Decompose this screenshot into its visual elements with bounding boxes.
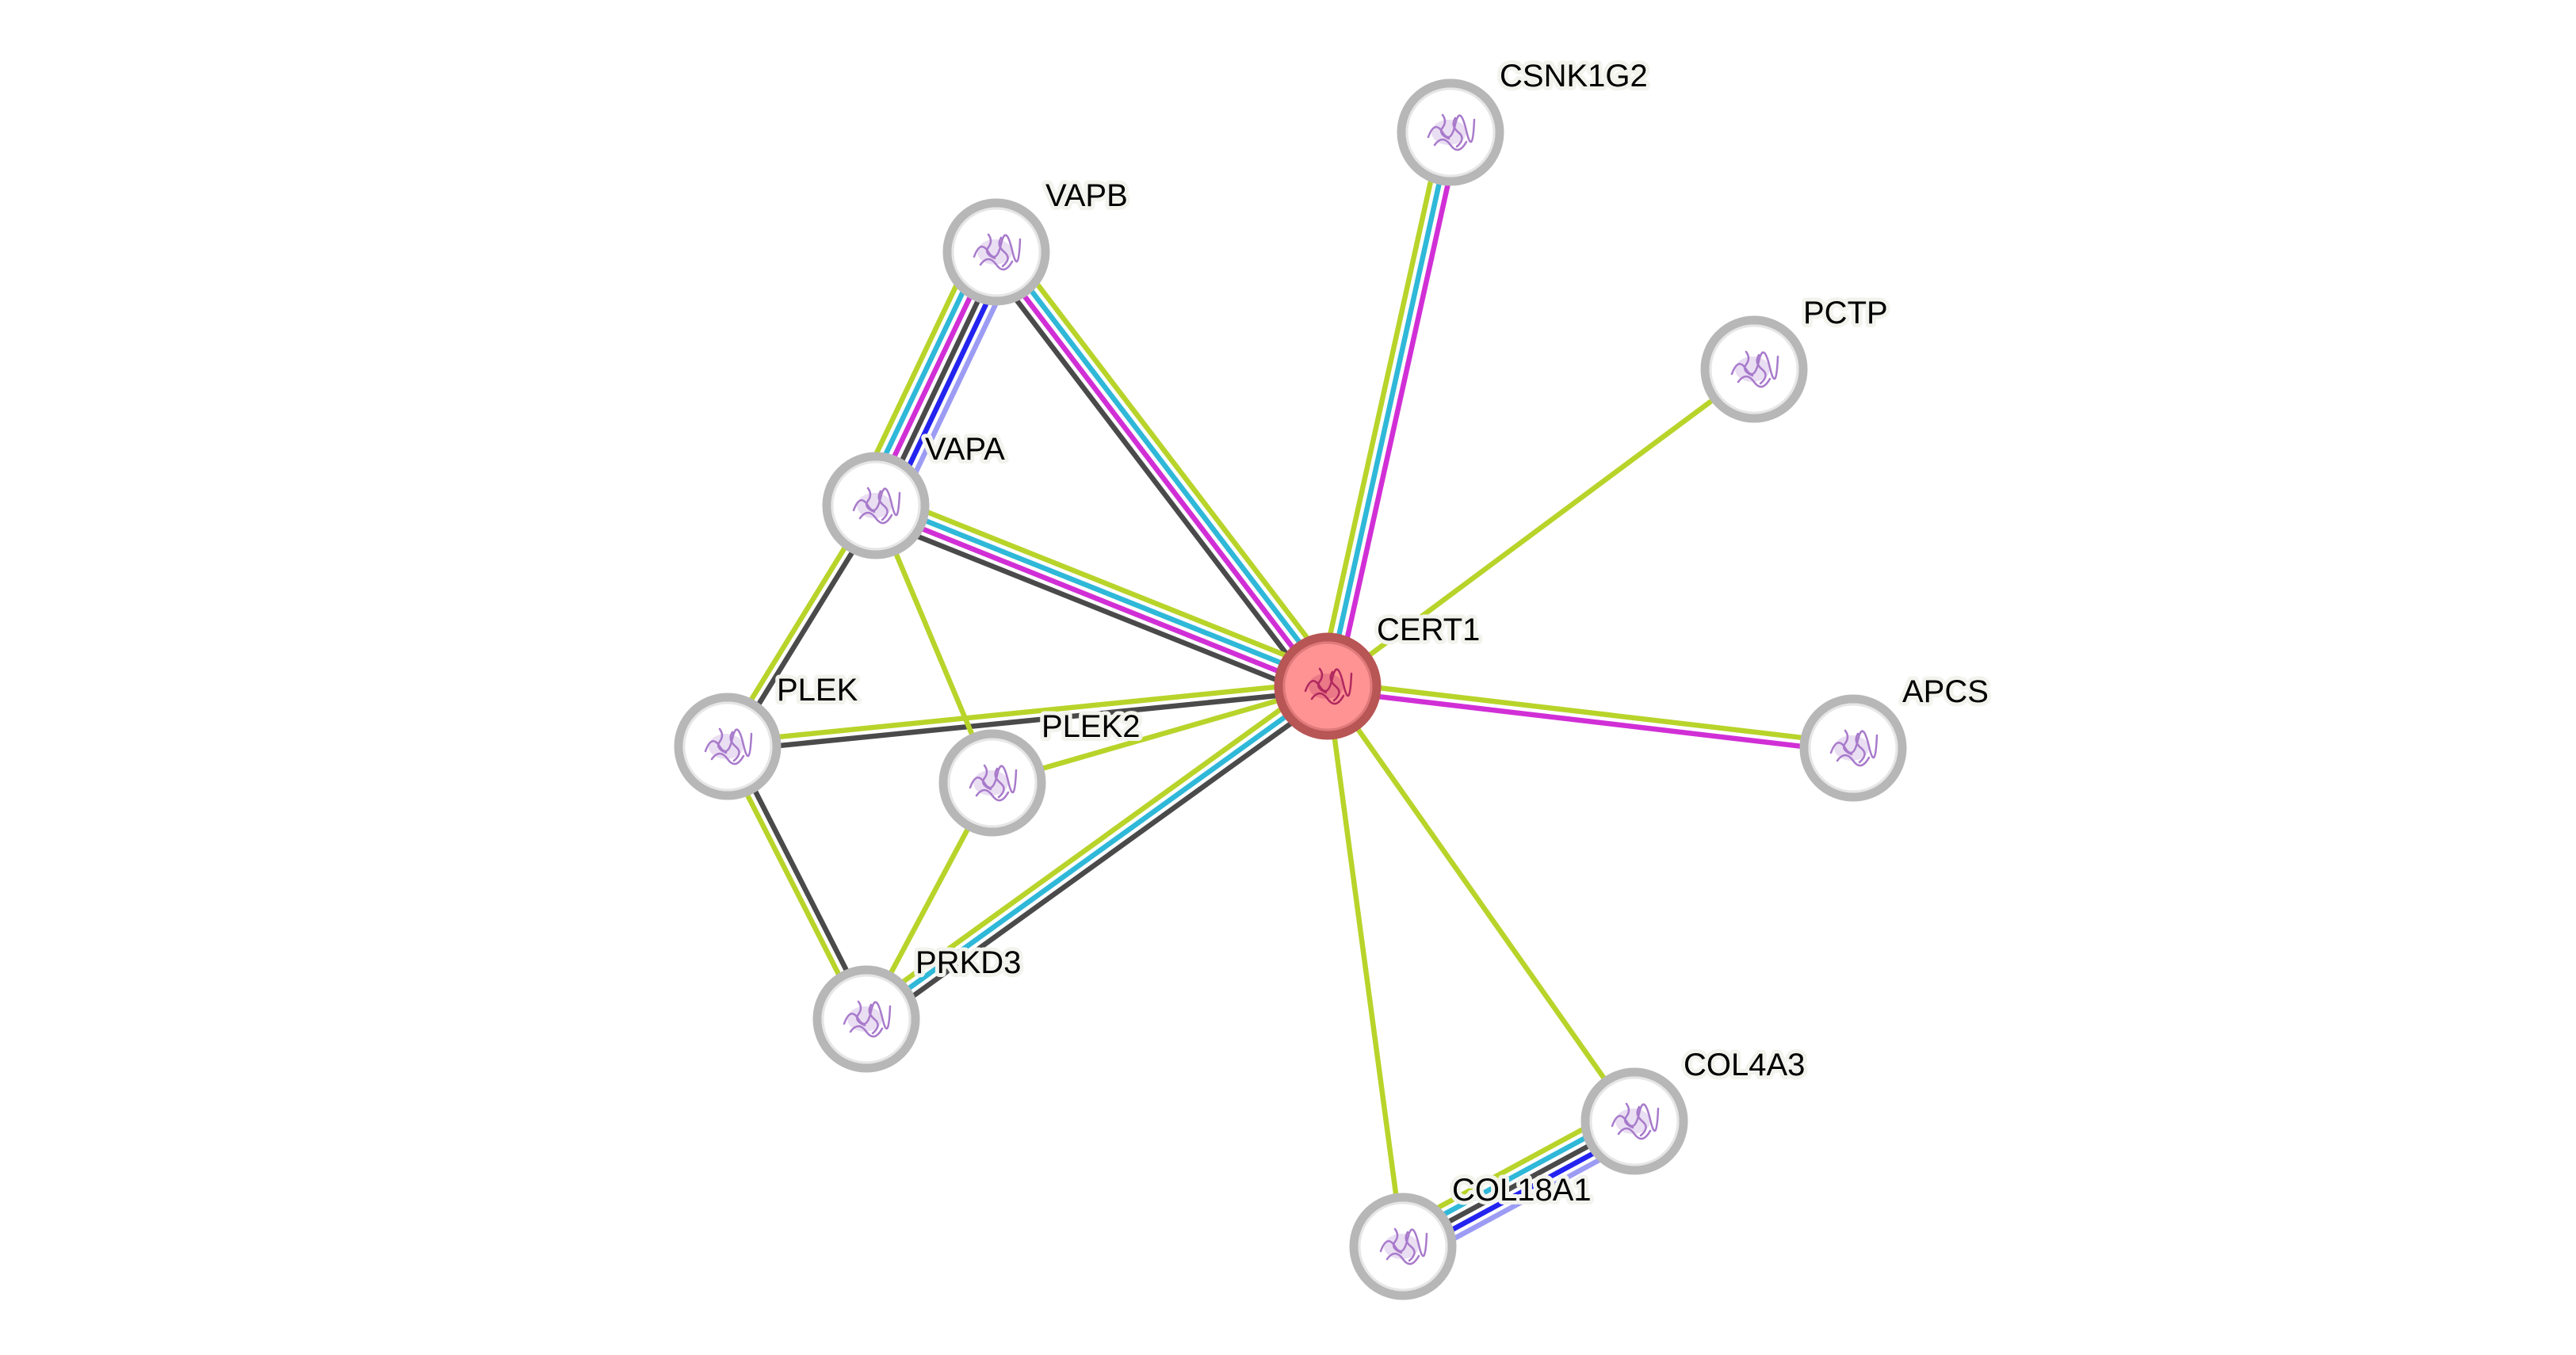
node-label: VAPB — [1045, 178, 1128, 213]
node-circle[interactable] — [938, 729, 1046, 837]
node-circle[interactable] — [822, 452, 930, 559]
edge-cert1-apcs[interactable] — [1326, 679, 1855, 755]
evidence-line-darkgray — [984, 258, 1320, 696]
node-col4a3[interactable]: COL4A3 — [1580, 1044, 1809, 1175]
protein-structure-icon — [1829, 729, 1878, 767]
evidence-line-darkgray — [869, 515, 1324, 701]
evidence-line-yellowgreen — [1324, 685, 1406, 1247]
node-label: PLEK2 — [1041, 709, 1141, 744]
node-label: PCTP — [1803, 296, 1888, 330]
node-prkd3[interactable]: PRKD3 — [812, 941, 1025, 1073]
node-circle[interactable] — [1580, 1067, 1688, 1175]
node-label: VAPA — [925, 432, 1005, 467]
edge-cert1-plek[interactable] — [727, 679, 1328, 754]
evidence-line-yellowgreen — [859, 677, 1324, 1014]
node-label: COL18A1 — [1452, 1173, 1592, 1208]
node-label: CERT1 — [1377, 613, 1480, 647]
node-circle[interactable] — [674, 693, 782, 800]
evidence-line-yellowgreen — [1325, 685, 1637, 1123]
node-label: PRKD3 — [915, 945, 1021, 980]
node-circle[interactable] — [1397, 78, 1504, 186]
protein-structure-icon — [704, 727, 753, 765]
evidence-line-cyan — [1324, 132, 1454, 687]
evidence-line-magenta — [873, 507, 1328, 693]
node-label: APCS — [1902, 674, 1989, 709]
edge-cert1-vapa[interactable] — [869, 490, 1334, 701]
node-plek[interactable]: PLEK — [674, 669, 862, 800]
edge-cert1-pctp[interactable] — [1326, 367, 1756, 689]
evidence-line-yellowgreen — [727, 679, 1328, 745]
node-label: COL4A3 — [1684, 1048, 1805, 1082]
protein-structure-icon — [1611, 1102, 1660, 1140]
node-apcs[interactable]: APCS — [1799, 670, 1993, 802]
evidence-line-cyan — [876, 498, 1331, 685]
evidence-line-darkgray — [728, 688, 1328, 754]
node-circle[interactable] — [1700, 315, 1808, 423]
edge-cert1-col4a3[interactable] — [1325, 685, 1637, 1123]
node-col18a1[interactable]: COL18A1 — [1349, 1169, 1596, 1300]
evidence-line-magenta — [991, 253, 1327, 691]
evidence-line-yellowgreen — [1317, 129, 1445, 685]
protein-structure-icon — [1379, 1227, 1428, 1265]
node-label: CSNK1G2 — [1500, 59, 1648, 94]
evidence-line-yellowgreen — [1328, 679, 1855, 746]
edge-cert1-prkd3[interactable] — [859, 677, 1335, 1029]
edge-cert1-col18a1[interactable] — [1324, 685, 1406, 1247]
node-label: PLEK — [777, 673, 858, 708]
protein-structure-icon — [973, 233, 1022, 271]
protein-structure-icon — [843, 1000, 892, 1038]
protein-structure-icon — [1304, 667, 1353, 705]
node-vapb[interactable]: VAPB — [942, 174, 1132, 306]
evidence-line-yellowgreen — [992, 683, 1328, 786]
evidence-line-cyan — [865, 684, 1329, 1021]
evidence-line-magenta — [1333, 133, 1462, 689]
protein-structure-icon — [969, 764, 1018, 802]
evidence-line-yellowgreen — [1326, 367, 1756, 689]
edge-cert1-plek2[interactable] — [992, 683, 1328, 786]
node-pctp[interactable]: PCTP — [1700, 292, 1892, 423]
evidence-line-magenta — [1326, 688, 1853, 755]
node-circle[interactable] — [1274, 632, 1382, 740]
node-csnk1g2[interactable]: CSNK1G2 — [1397, 55, 1652, 186]
node-cert1[interactable]: CERT1 — [1274, 609, 1484, 740]
protein-structure-icon — [1427, 113, 1476, 151]
protein-structure-icon — [852, 487, 901, 525]
edge-cert1-vapb[interactable] — [984, 242, 1340, 696]
evidence-line-yellowgreen — [879, 490, 1334, 677]
edge-cert1-csnk1g2[interactable] — [1317, 129, 1462, 689]
evidence-line-darkgray — [869, 691, 1335, 1029]
node-circle[interactable] — [1799, 694, 1907, 802]
node-vapa[interactable]: VAPA — [822, 428, 1009, 559]
node-circle[interactable] — [1349, 1193, 1457, 1300]
protein-structure-icon — [1730, 350, 1779, 388]
node-circle[interactable] — [812, 965, 920, 1073]
node-circle[interactable] — [942, 198, 1050, 306]
evidence-line-cyan — [997, 247, 1333, 685]
evidence-line-yellowgreen — [1004, 242, 1340, 680]
node-plek2[interactable]: PLEK2 — [938, 705, 1145, 837]
